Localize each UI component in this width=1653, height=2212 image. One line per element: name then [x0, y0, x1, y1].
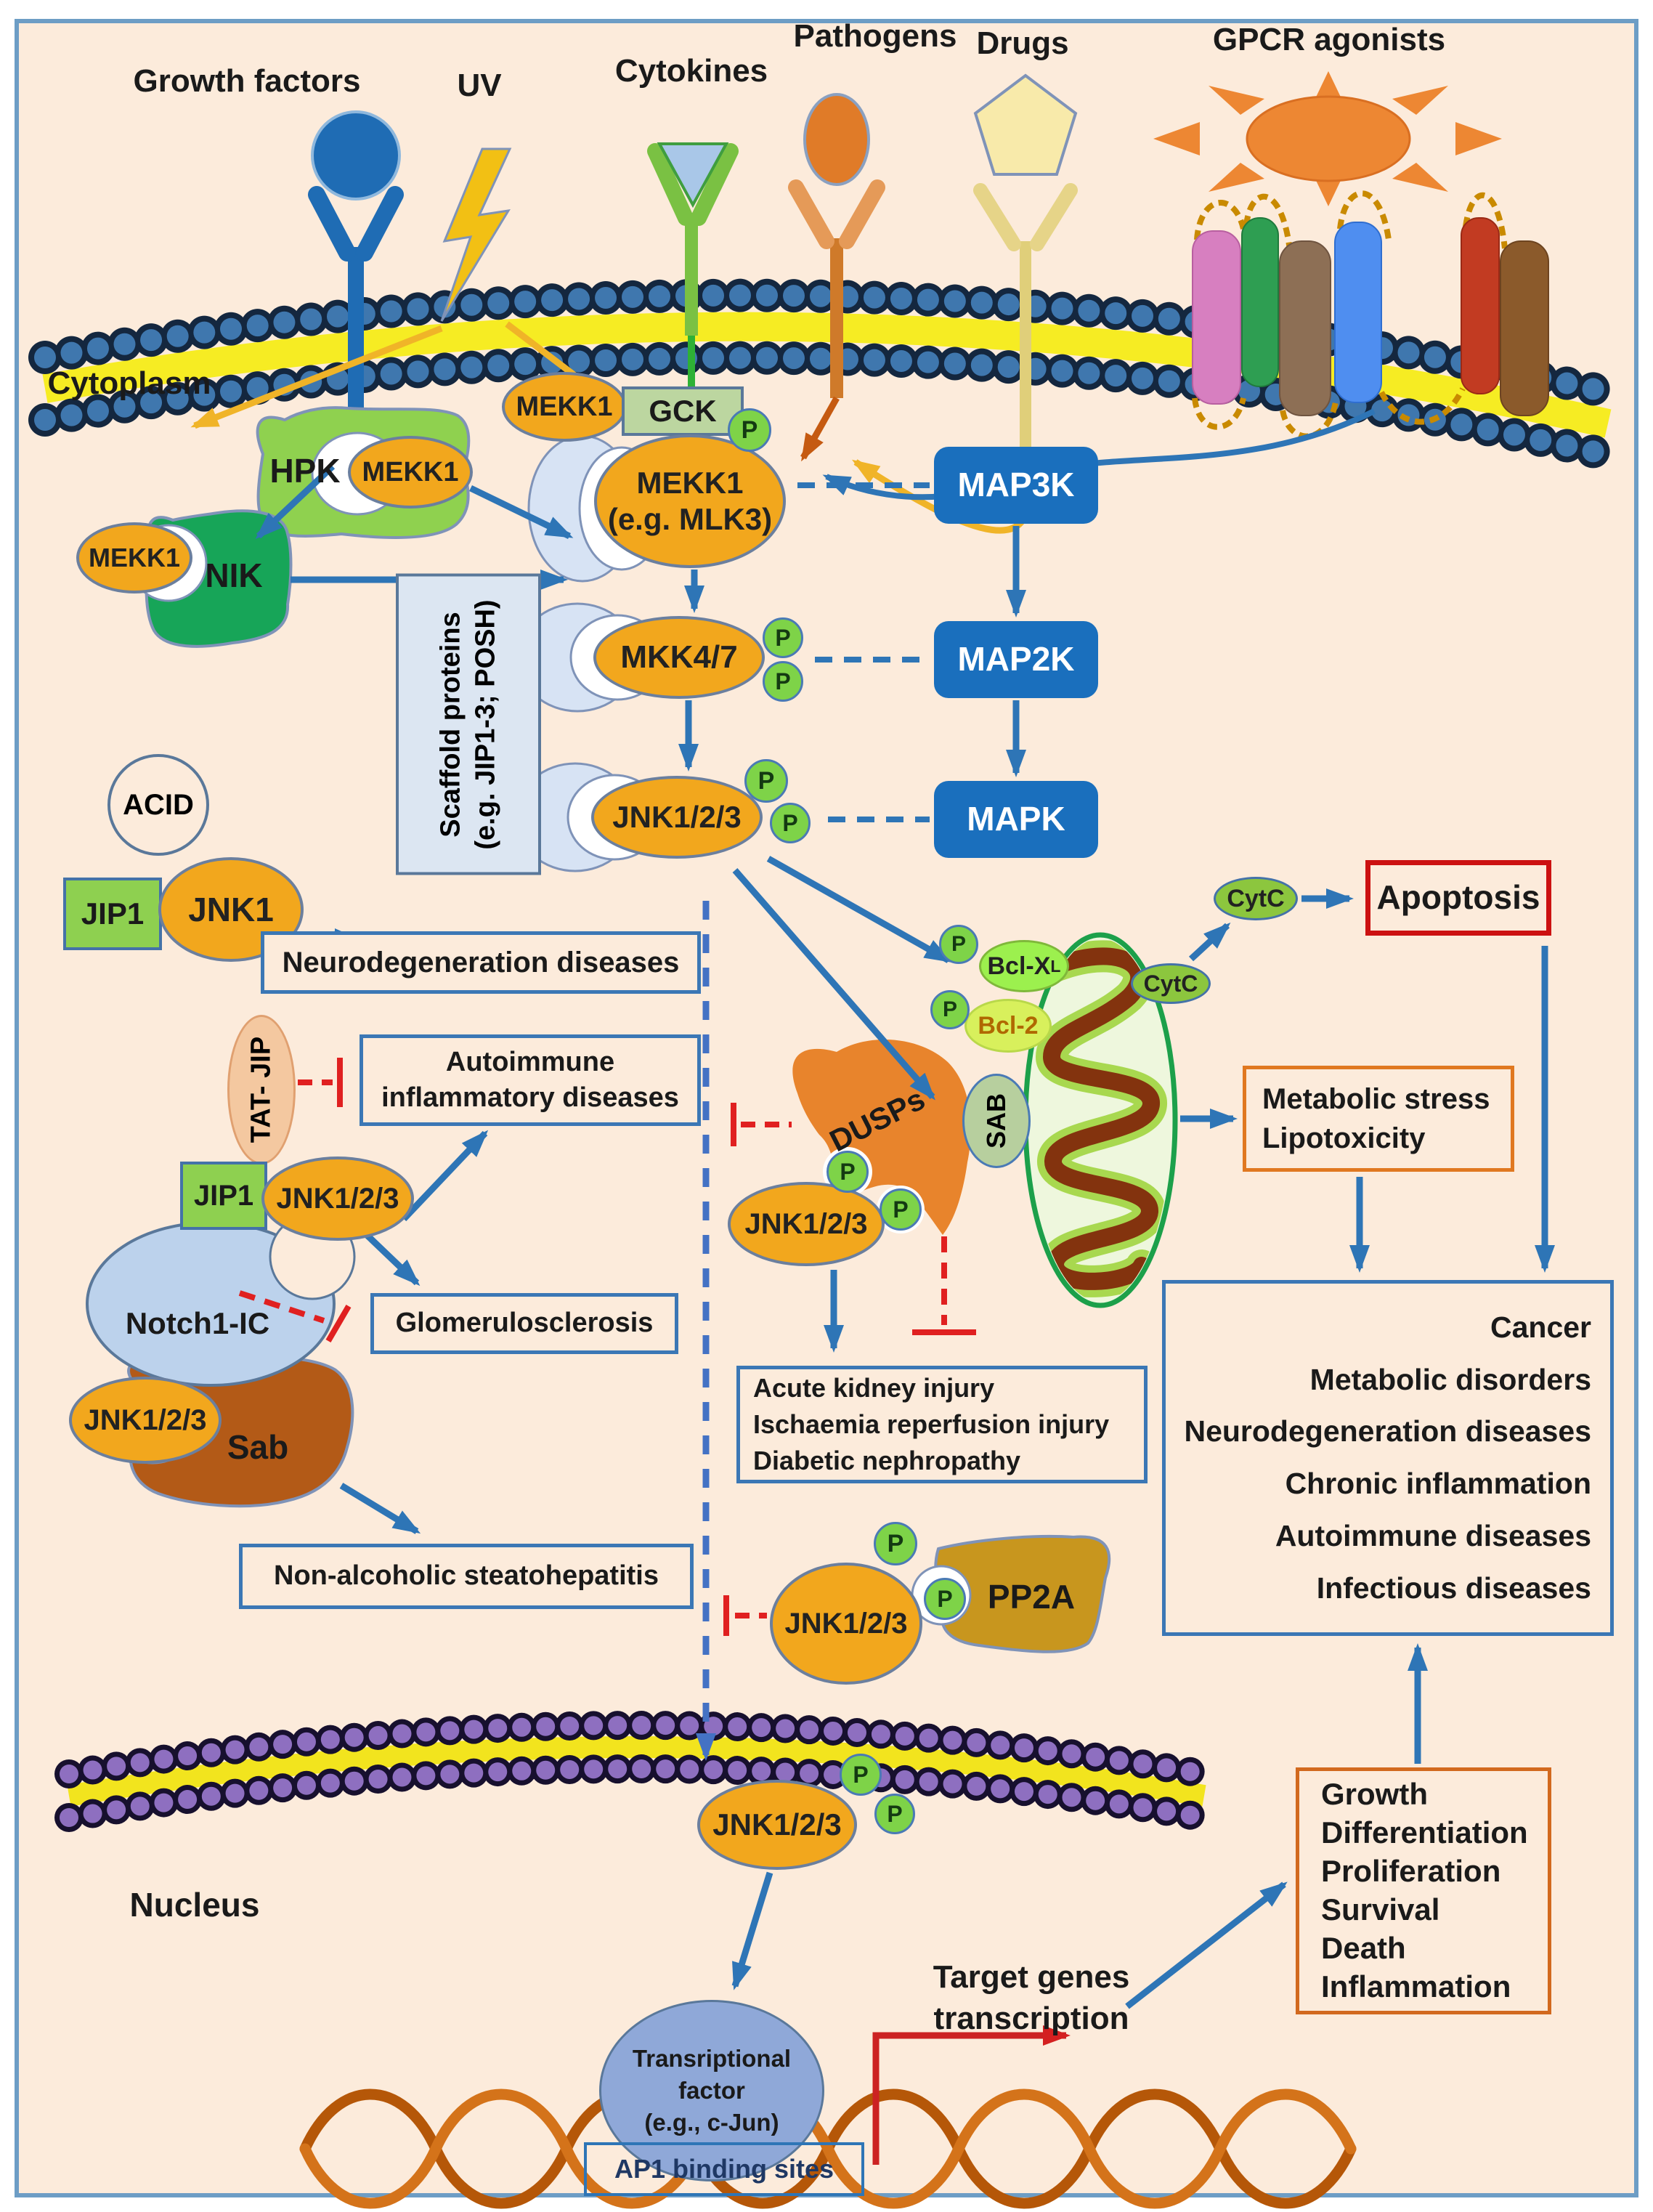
- signal-arrows: [255, 438, 1555, 2009]
- cascade-tier-dashes: [797, 482, 930, 822]
- phospho-badge: P: [874, 1794, 915, 1834]
- phospho-badge: P: [874, 1522, 917, 1565]
- cytc-released-oval: CytC: [1214, 877, 1298, 920]
- phospho-badge: P: [744, 759, 788, 803]
- cytoplasm-label: Cytoplasm: [47, 365, 211, 401]
- sab-mito-label: SAB: [981, 1093, 1011, 1149]
- drug-receptor-icon: [851, 73, 1078, 534]
- nik-label: NIK: [205, 556, 263, 594]
- mekk1-gck-mekk1-oval: MEKK1: [502, 372, 627, 442]
- metabolic-stress-box: Metabolic stress Lipotoxicity: [1243, 1066, 1514, 1172]
- jnk1-oval: JNK1: [158, 857, 304, 962]
- nuclear-membrane: [54, 1711, 1219, 1832]
- cytc-outer-oval: CytC: [1131, 963, 1211, 1004]
- bcl2-oval: Bcl-2: [964, 999, 1052, 1053]
- phospho-badge: P: [924, 1578, 966, 1620]
- mitochondria-icon: [1023, 932, 1178, 1308]
- phospho-badge: P: [930, 990, 970, 1029]
- nucleus-label: Nucleus: [129, 1886, 260, 1924]
- ap1-binding-sites-box: AP1 binding sites: [584, 2142, 864, 2196]
- kidney-injury-box: Acute kidney injury Ischaemia reperfusio…: [736, 1366, 1148, 1483]
- hpk-mekk1-oval: MEKK1: [348, 436, 473, 509]
- phospho-badge: P: [939, 925, 978, 964]
- cell-fate-box: Growth Differentiation Proliferation Sur…: [1296, 1767, 1551, 2014]
- apoptosis-box: Apoptosis: [1365, 860, 1551, 936]
- phospho-badge: P: [880, 1188, 922, 1231]
- tat-jip-label: TAT- JIP: [245, 1036, 277, 1143]
- autoimmune-box: Autoimmune inflammatory diseases: [360, 1034, 701, 1126]
- gpcr-agonist-icon: [1153, 71, 1502, 206]
- jip1-box-2: JIP1: [180, 1162, 267, 1230]
- map3k-box: MAP3K: [934, 447, 1098, 524]
- pp2a-label: PP2A: [987, 1578, 1076, 1616]
- jnk123-cascade-oval: JNK1/2/3: [591, 776, 763, 859]
- cytokines-label: Cytokines: [614, 53, 768, 89]
- phospho-badge: P: [763, 661, 803, 702]
- uv-bolt-icon: [440, 147, 512, 322]
- growth-factors-label: Growth factors: [133, 63, 361, 99]
- jnk123-pp2a-oval: JNK1/2/3: [770, 1563, 922, 1685]
- mekk1-mlk3-oval: MEKK1 (e.g. MLK3): [594, 434, 786, 568]
- transcription-factor-circle: Transriptional factor (e.g., c-Jun): [599, 2000, 824, 2181]
- sab-label: Sab: [227, 1428, 289, 1466]
- phospho-badge: P: [840, 1754, 882, 1796]
- jnk123-sab-oval: JNK1/2/3: [69, 1377, 222, 1464]
- scaffold-proteins-label: Scaffold proteins(e.g. JIP1-3; POSH): [435, 599, 501, 850]
- notch1-ic-shape: [86, 1213, 356, 1387]
- jnk123-nucleus-oval: JNK1/2/3: [697, 1780, 857, 1870]
- uv-label: UV: [457, 68, 502, 103]
- jip1-box: JIP1: [63, 878, 162, 950]
- jnk123-dusp-oval: JNK1/2/3: [728, 1182, 885, 1266]
- gpcr-signal-arrow: [822, 408, 1376, 501]
- phospho-badge: P: [826, 1151, 869, 1193]
- acid-circle: ACID: [107, 754, 209, 856]
- tat-jip-oval: TAT- JIP: [227, 1015, 296, 1164]
- drugs-label: Drugs: [976, 25, 1069, 61]
- gck-box: GCK: [622, 386, 744, 436]
- jnk123-jip-oval: JNK1/2/3: [261, 1156, 414, 1241]
- nik-mekk1-oval: MEKK1: [76, 522, 192, 593]
- transcription-arrow: [872, 2025, 1071, 2165]
- nash-box: Non-alcoholic steatohepatitis: [239, 1544, 694, 1609]
- glomerulosclerosis-box: Glomerulosclerosis: [370, 1293, 678, 1354]
- pathogens-label: Pathogens: [793, 18, 957, 54]
- sab-mito-oval: SAB: [962, 1074, 1031, 1168]
- inhibition-lines: [238, 1058, 976, 1636]
- scaffold-proteins-box: Scaffold proteins(e.g. JIP1-3; POSH): [396, 573, 541, 875]
- target-genes-label: Target genes transcription: [933, 1958, 1130, 2036]
- disease-outcomes-box: Cancer Metabolic disorders Neurodegenera…: [1162, 1280, 1614, 1636]
- gpcr-agonists-label: GPCR agonists: [1212, 22, 1446, 57]
- phospho-badge: P: [728, 408, 771, 452]
- pathogen-receptor-icon: [788, 93, 885, 462]
- phospho-badge: P: [770, 803, 811, 843]
- mkk47-oval: MKK4/7: [593, 616, 765, 699]
- map2k-box: MAP2K: [934, 621, 1098, 698]
- neurodegeneration-box: Neurodegeneration diseases: [261, 931, 701, 994]
- mapk-box: MAPK: [934, 781, 1098, 858]
- phospho-badge: P: [763, 617, 803, 658]
- gpcr-receptor-icon: [1192, 190, 1549, 439]
- hpk-label: HPK: [269, 452, 341, 490]
- notch1-ic-label: Notch1-IC: [125, 1306, 270, 1340]
- dna-helix-icon: [299, 2089, 1357, 2209]
